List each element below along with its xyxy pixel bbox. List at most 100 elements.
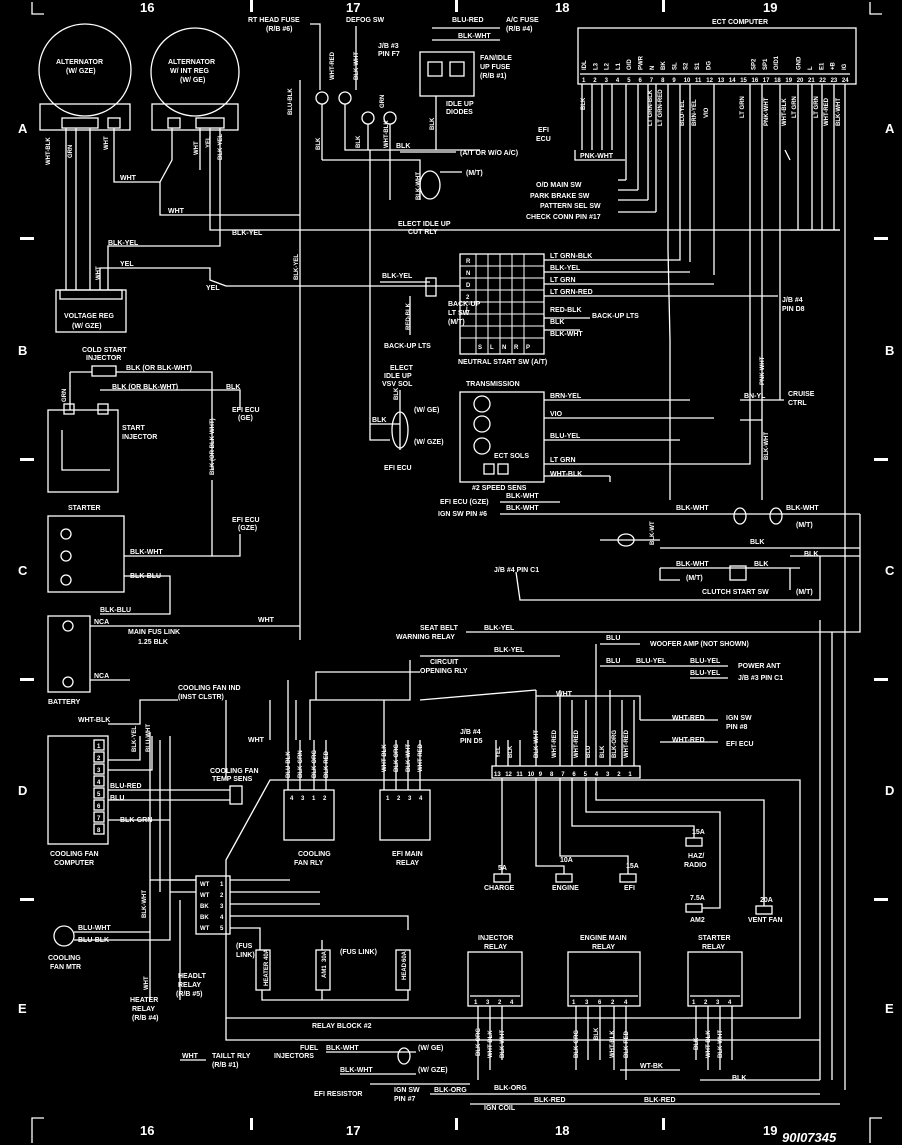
svg-text:(M/T): (M/T) xyxy=(796,522,813,529)
svg-text:#2 SPEED SENS: #2 SPEED SENS xyxy=(472,485,527,492)
ect-pin-label: IDL xyxy=(582,60,588,70)
svg-text:COOLING FAN IND: COOLING FAN IND xyxy=(178,685,241,692)
svg-text:LT SW: LT SW xyxy=(448,310,470,317)
svg-text:(W/ GE): (W/ GE) xyxy=(180,77,205,84)
svg-text:RED-BLK: RED-BLK xyxy=(550,307,582,314)
svg-text:BLU: BLU xyxy=(586,746,592,758)
svg-text:WHT: WHT xyxy=(556,691,573,698)
svg-text:LT GRN-RED: LT GRN-RED xyxy=(550,289,593,296)
svg-text:WOOFER AMP (NOT SHOWN): WOOFER AMP (NOT SHOWN) xyxy=(650,641,749,648)
svg-text:40A: 40A xyxy=(264,948,270,960)
svg-text:LT GRN: LT GRN xyxy=(814,96,820,118)
svg-text:BLK: BLK xyxy=(732,1075,746,1082)
svg-text:(W/ GZE): (W/ GZE) xyxy=(66,68,96,75)
connector-pin-number: 1 xyxy=(628,772,632,778)
svg-text:WHT-BLK: WHT-BLK xyxy=(382,744,388,772)
svg-text:IGN SW: IGN SW xyxy=(726,715,752,722)
svg-text:FAN MTR: FAN MTR xyxy=(50,964,81,971)
svg-text:(W/ GZE): (W/ GZE) xyxy=(414,439,444,446)
svg-text:BLK-YEL: BLK-YEL xyxy=(494,647,525,654)
svg-text:HEATER: HEATER xyxy=(264,961,270,986)
svg-text:RELAY: RELAY xyxy=(132,1006,155,1013)
trunk-lines xyxy=(149,680,537,892)
svg-text:(GE): (GE) xyxy=(238,415,253,422)
svg-text:CRUISE: CRUISE xyxy=(788,391,815,398)
svg-text:BLK-YEL: BLK-YEL xyxy=(294,254,300,280)
neutral-position-letter: D xyxy=(466,283,471,289)
ect-pin-label: SP2 xyxy=(752,58,758,70)
cfc-pin-number: 1 xyxy=(97,744,101,750)
svg-text:EFI: EFI xyxy=(624,885,635,892)
svg-text:(M/T): (M/T) xyxy=(466,170,483,177)
svg-text:WHT-BLK: WHT-BLK xyxy=(46,137,52,165)
svg-text:HAZ/: HAZ/ xyxy=(688,853,704,860)
fusible-links: (FUS LINK) HEATER 40A AM1 30A (FUS LINK)… xyxy=(236,940,411,1001)
svg-text:PNK-WHT: PNK-WHT xyxy=(580,153,614,160)
svg-text:O/D MAIN SW: O/D MAIN SW xyxy=(536,182,582,189)
row-label-a-right: A xyxy=(885,121,895,136)
svg-text:INJECTOR: INJECTOR xyxy=(478,935,513,942)
svg-text:ECT COMPUTER: ECT COMPUTER xyxy=(712,19,768,26)
svg-text:BLK-ORG: BLK-ORG xyxy=(312,750,318,778)
ect-pin-label: S1 xyxy=(695,62,701,70)
fuses: 5A CHARGE 10A ENGINE 15A EFI 15A HAZ/ RA… xyxy=(484,778,783,924)
svg-text:VIO: VIO xyxy=(704,107,710,118)
svg-text:TAILLT RLY: TAILLT RLY xyxy=(212,1053,251,1060)
svg-text:BLK-BLU: BLK-BLU xyxy=(100,607,131,614)
svg-text:1.25 BLK: 1.25 BLK xyxy=(138,639,168,646)
svg-text:ALTERNATOR: ALTERNATOR xyxy=(168,59,215,66)
svg-text:WHT: WHT xyxy=(104,136,110,150)
cfc-pin-box xyxy=(93,751,105,763)
neutral-position-letter: R xyxy=(466,259,471,265)
clutch-start-switch: BLK-WHT BLK (M/T) (M/T) CLUTCH START SW … xyxy=(494,556,821,601)
svg-text:STARTER: STARTER xyxy=(698,935,731,942)
svg-text:EFI RESISTOR: EFI RESISTOR xyxy=(314,1091,363,1098)
svg-text:BLK-YEL: BLK-YEL xyxy=(484,625,515,632)
svg-text:FAN RLY: FAN RLY xyxy=(294,860,324,867)
svg-text:BLK-BLU: BLK-BLU xyxy=(130,573,161,580)
svg-text:AM2: AM2 xyxy=(690,917,705,924)
svg-text:CHARGE: CHARGE xyxy=(484,885,515,892)
ect-pin-number: 19 xyxy=(785,78,792,84)
svg-text:LT GRN-BLK: LT GRN-BLK xyxy=(550,253,592,260)
relay-block-pin-number: 2 xyxy=(220,893,224,899)
ign-sw-row: EFI ECU (GZE) IGN SW PIN #6 BLK-WHT BLK-… xyxy=(438,493,860,558)
neutral-position-letter: R xyxy=(514,345,519,351)
svg-text:BLK-WHT: BLK-WHT xyxy=(406,744,412,772)
svg-text:ECT SOLS: ECT SOLS xyxy=(494,453,529,460)
svg-text:ENGINE MAIN: ENGINE MAIN xyxy=(580,935,627,942)
svg-text:BATTERY: BATTERY xyxy=(48,699,81,706)
connector-pin-number: 7 xyxy=(561,772,565,778)
svg-text:BLK (OR BLK-WHT): BLK (OR BLK-WHT) xyxy=(126,365,192,372)
svg-text:SEAT BELT: SEAT BELT xyxy=(420,625,459,632)
svg-text:7.5A: 7.5A xyxy=(690,895,705,902)
svg-text:BACK-UP LTS: BACK-UP LTS xyxy=(592,313,639,320)
svg-text:BLK-WHT: BLK-WHT xyxy=(550,331,583,338)
svg-text:START: START xyxy=(122,425,146,432)
svg-text:BLK-WHT: BLK-WHT xyxy=(416,172,422,200)
svg-text:CHECK CONN PIN #17: CHECK CONN PIN #17 xyxy=(526,214,601,221)
svg-text:WHT-RED: WHT-RED xyxy=(624,729,630,758)
svg-text:INJECTORS: INJECTORS xyxy=(274,1053,314,1060)
connector-pin-number: 8 xyxy=(550,772,554,778)
svg-text:RT HEAD FUSE: RT HEAD FUSE xyxy=(248,17,300,24)
ect-pin-number: 7 xyxy=(650,78,654,84)
relay-pin-number: 4 xyxy=(728,1000,732,1006)
svg-text:(FUS: (FUS xyxy=(236,943,253,950)
svg-text:EFI ECU: EFI ECU xyxy=(384,465,412,472)
svg-text:BLU-BLK: BLU-BLK xyxy=(286,751,292,778)
svg-text:BLK: BLK xyxy=(804,551,818,558)
cfc-pin-box xyxy=(93,775,105,787)
neutral-position-letter: L xyxy=(490,345,494,351)
svg-text:BLK-WHT: BLK-WHT xyxy=(506,505,539,512)
cfc-pin-number: 7 xyxy=(97,816,101,822)
relay-block-pin-number: 3 xyxy=(220,904,224,910)
svg-text:WHT-RED: WHT-RED xyxy=(552,729,558,758)
ect-pin-label: O/D xyxy=(627,59,633,70)
svg-text:J/B #3 PIN C1: J/B #3 PIN C1 xyxy=(738,675,783,682)
svg-text:60A: 60A xyxy=(402,950,408,962)
svg-text:(R/B #1): (R/B #1) xyxy=(480,73,506,80)
starter: STARTER BLK-WHT BLK-BLU EFI ECU (GZE) BL… xyxy=(47,480,260,615)
